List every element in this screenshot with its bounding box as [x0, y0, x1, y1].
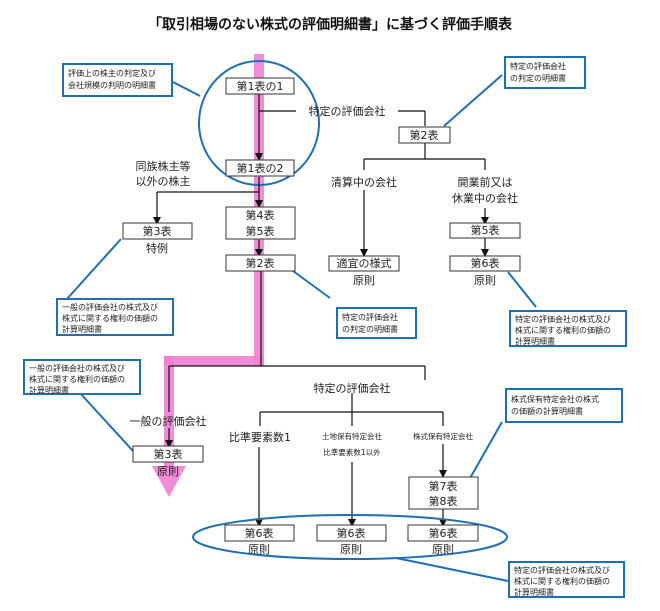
- note-stock-holding-company-calc: 株式保有特定会社の株式 の価額の計算明細書: [505, 388, 623, 423]
- note-line: 計算明細書: [515, 336, 555, 346]
- box-table7-8[interactable]: 第7表 第8表: [408, 476, 479, 510]
- note-line: 特定の評価会社: [510, 61, 566, 71]
- note-shareholder-judgment: 評価上の株主の判定及び 会社規模の判明の明細書: [62, 63, 173, 97]
- note-specific-company-judgment-top: 特定の評価会社 の判定の明細書: [504, 56, 586, 89]
- note-specific-company-judgment-mid: 特定の評価会社 の判定の明細書: [336, 307, 417, 339]
- note-line: 評価上の株主の判定及び: [68, 68, 156, 78]
- note-line: の価額の計算明細書: [511, 406, 583, 416]
- box-table6-right[interactable]: 第6表: [449, 255, 521, 272]
- note-line: 株式に関する権利の価額の: [514, 576, 610, 586]
- label-non-family-1: 同族株主等: [136, 159, 191, 173]
- box-table2-mid-label: 第2表: [246, 256, 275, 270]
- box-table2-top[interactable]: 第2表: [398, 126, 451, 144]
- box-table3-general[interactable]: 第3表: [132, 445, 204, 463]
- box-table1-2[interactable]: 第1表の2: [225, 159, 295, 177]
- box-table4-5[interactable]: 第4表 第5表: [225, 206, 296, 240]
- note-line: 株式保有特定会社の株式: [511, 394, 599, 404]
- label-principle-general: 原則: [157, 465, 179, 478]
- box-table6-a-label: 第6表: [245, 526, 274, 540]
- box-table3-special-label: 第3表: [143, 224, 172, 238]
- label-land-holding-2: 比準要素数1以外: [323, 447, 381, 457]
- box-appropriate-form-label: 適宜の様式: [337, 256, 392, 270]
- label-principle-a: 原則: [248, 543, 270, 556]
- box-table3-general-label: 第3表: [154, 447, 183, 461]
- box-table1-2-label: 第1表の2: [237, 161, 284, 175]
- label-special-case: 特例: [146, 241, 168, 255]
- label-non-family-2: 以外の株主: [136, 174, 191, 188]
- box-table6-c[interactable]: 第6表: [407, 524, 479, 542]
- note-line: 一般の評価会社の株式及び: [29, 363, 125, 373]
- label-ratio-one: 比準要素数1: [229, 430, 291, 444]
- box-table6-right-label: 第6表: [471, 256, 500, 270]
- note-line: 一般の評価会社の株式及び: [62, 302, 158, 312]
- label-specific-company-top: 特定の評価会社: [309, 104, 386, 118]
- box-table2-mid[interactable]: 第2表: [225, 254, 296, 272]
- note-line: 特定の評価会社: [342, 312, 398, 322]
- box-table2-top-label: 第2表: [410, 128, 439, 142]
- label-principle-appropriate: 原則: [353, 274, 375, 287]
- note-line: 特定の評価会社の株式及び: [515, 314, 611, 324]
- box-table5-right[interactable]: 第5表: [449, 222, 521, 239]
- note-line: 計算明細書: [29, 385, 69, 395]
- note-line: 特定の評価会社の株式及び: [514, 565, 610, 575]
- table6-highlight-ellipse: [192, 514, 508, 560]
- box-appropriate-form[interactable]: 適宜の様式: [328, 255, 400, 272]
- note-line: 株式に関する権利の価額の: [515, 325, 611, 335]
- note-line: の判定の明細書: [510, 73, 566, 83]
- label-pre-open-1: 開業前又は: [458, 175, 513, 189]
- label-pre-open-2: 休業中の会社: [452, 191, 518, 205]
- box-table6-c-label: 第6表: [429, 526, 458, 540]
- note-general-company-calc-upper: 一般の評価会社の株式及び 株式に関する権利の価額の 計算明細書: [56, 298, 174, 336]
- label-principle-right: 原則: [474, 274, 496, 287]
- page-title: 「取引相場のない株式の評価明細書」に基づく評価手順表: [148, 16, 513, 33]
- label-liquidating: 清算中の会社: [331, 175, 397, 189]
- box-table4-label: 第4表: [246, 208, 275, 222]
- label-general-company: 一般の評価会社: [130, 414, 207, 428]
- highlight-arrowhead: [152, 466, 186, 497]
- note-line: 計算明細書: [62, 324, 102, 334]
- box-table6-a[interactable]: 第6表: [224, 524, 295, 542]
- note-line: 株式に関する権利の価額の: [29, 374, 125, 384]
- note-specific-company-calc-right: 特定の評価会社の株式及び 株式に関する権利の価額の 計算明細書: [509, 310, 627, 347]
- note-line: 株式に関する権利の価額の: [62, 313, 158, 323]
- box-table8-label: 第8表: [429, 494, 458, 508]
- box-table7-label: 第7表: [429, 479, 458, 493]
- box-table5-right-label: 第5表: [471, 223, 500, 237]
- box-table1-1[interactable]: 第1表の1: [225, 77, 295, 95]
- callout-lines: [65, 74, 537, 582]
- note-line: 計算明細書: [514, 587, 554, 597]
- label-specific-company-mid: 特定の評価会社: [314, 381, 391, 395]
- label-land-holding-1: 土地保有特定会社: [322, 431, 382, 441]
- note-line: 会社規模の判明の明細書: [68, 80, 156, 90]
- highlight-path-horizontal: [164, 356, 264, 366]
- note-specific-company-calc-bottom: 特定の評価会社の株式及び 株式に関する権利の価額の 計算明細書: [508, 561, 625, 598]
- box-table1-1-label: 第1表の1: [237, 79, 284, 93]
- box-table6-b[interactable]: 第6表: [316, 524, 387, 542]
- note-general-company-calc-lower: 一般の評価会社の株式及び 株式に関する権利の価額の 計算明細書: [23, 359, 141, 395]
- label-stock-holding: 株式保有特定会社: [413, 431, 473, 441]
- box-table3-special[interactable]: 第3表: [122, 222, 193, 240]
- label-principle-c: 原則: [432, 543, 454, 556]
- note-line: の判定の明細書: [342, 324, 398, 334]
- box-table5-label: 第5表: [246, 224, 275, 238]
- connectors: [153, 94, 489, 527]
- box-table6-b-label: 第6表: [337, 526, 366, 540]
- label-principle-b: 原則: [340, 543, 362, 556]
